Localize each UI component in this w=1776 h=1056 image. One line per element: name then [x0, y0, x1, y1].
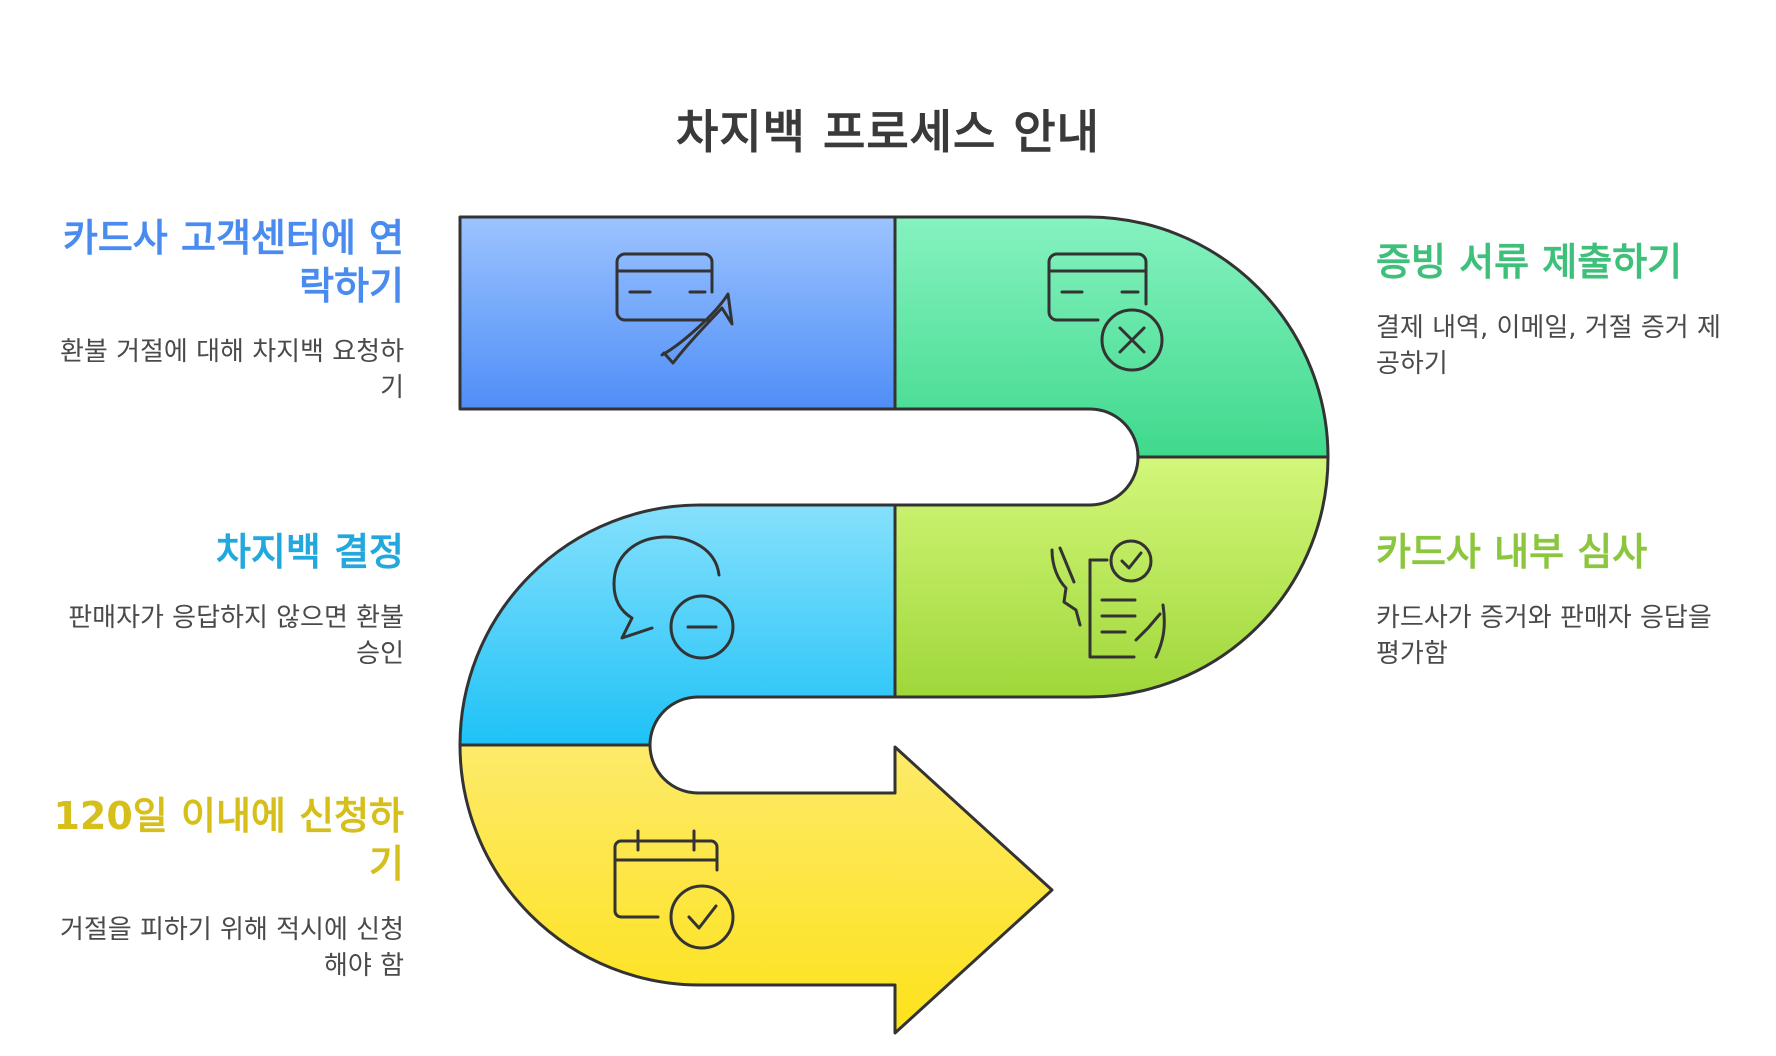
step-heading: 증빙 서류 제출하기 — [1376, 240, 1683, 284]
step-heading: 120일 이내에 신청하기 — [53, 794, 404, 886]
step-heading: 카드사 고객센터에 연락하기 — [62, 216, 404, 308]
review-document-check-icon — [1050, 539, 1166, 659]
step-description: 카드사가 증거와 판매자 응답을 평가함 — [1376, 603, 1712, 669]
step-heading: 카드사 내부 심사 — [1376, 530, 1648, 574]
credit-card-x-icon — [1047, 252, 1164, 372]
step-description: 거절을 피하기 위해 적시에 신청해야 함 — [59, 915, 404, 981]
credit-card-phone-icon — [615, 252, 734, 365]
step-description: 환불 거절에 대해 차지백 요청하기 — [59, 337, 404, 403]
segment-5 — [458, 743, 1054, 1035]
diagram-title: 차지백 프로세스 안내 — [676, 105, 1100, 159]
step-description: 결제 내역, 이메일, 거절 증거 제공하기 — [1376, 313, 1721, 379]
segment-4 — [458, 503, 897, 747]
chat-minus-icon — [612, 535, 735, 660]
step-internal-review: 카드사 내부 심사 카드사가 증거와 판매자 응답을 평가함 — [1376, 528, 1736, 672]
segment-2 — [893, 215, 1330, 459]
calendar-check-icon — [613, 829, 735, 950]
step-chargeback-decision: 차지백 결정 판매자가 응답하지 않으면 환불 승인 — [40, 528, 404, 672]
step-contact-card-company: 카드사 고객센터에 연락하기 환불 거절에 대해 차지백 요청하기 — [40, 214, 404, 406]
step-description: 판매자가 응답하지 않으면 환불 승인 — [68, 603, 404, 669]
segment-1 — [458, 215, 897, 411]
step-apply-within-120-days: 120일 이내에 신청하기 거절을 피하기 위해 적시에 신청해야 함 — [40, 792, 404, 984]
step-submit-evidence: 증빙 서류 제출하기 결제 내역, 이메일, 거절 증거 제공하기 — [1376, 238, 1736, 382]
step-heading: 차지백 결정 — [215, 530, 404, 574]
segment-3 — [893, 455, 1330, 699]
